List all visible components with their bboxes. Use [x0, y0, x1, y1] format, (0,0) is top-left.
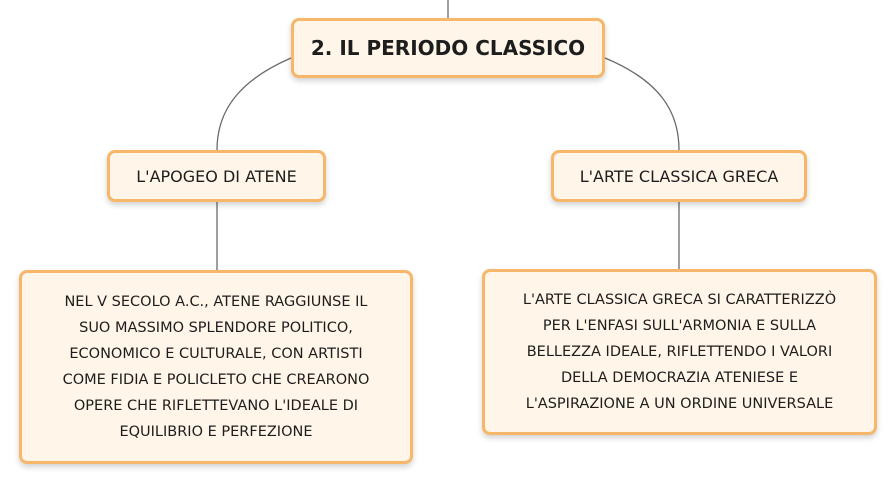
detail-line: EQUILIBRIO E PERFEZIONE	[119, 424, 313, 440]
detail-line: L'ARTE CLASSICA GRECA SI CARATTERIZZÒ	[522, 292, 837, 308]
detail-node-arte[interactable]: L'ARTE CLASSICA GRECA SI CARATTERIZZÒ PE…	[482, 269, 877, 435]
topic-node-label: L'ARTE CLASSICA GRECA	[579, 166, 779, 186]
detail-node-apogeo[interactable]: NEL V SECOLO A.C., ATENE RAGGIUNSE IL SU…	[19, 270, 413, 464]
topic-node-apogeo[interactable]: L'APOGEO DI ATENE	[107, 150, 326, 202]
root-node-label: 2. IL PERIODO CLASSICO	[310, 36, 586, 60]
detail-line: PER L'ENFASI SULL'ARMONIA E SULLA	[542, 318, 817, 334]
detail-line: NEL V SECOLO A.C., ATENE RAGGIUNSE IL	[64, 294, 368, 310]
detail-line: OPERE CHE RIFLETTEVANO L'IDEALE DI	[73, 398, 359, 414]
connector-root-to-topic-right	[604, 57, 680, 151]
detail-line: SUO MASSIMO SPLENDORE POLITICO,	[79, 320, 353, 336]
detail-text: L'ARTE CLASSICA GRECA SI CARATTERIZZÒ PE…	[523, 287, 836, 417]
detail-text: NEL V SECOLO A.C., ATENE RAGGIUNSE IL SU…	[63, 289, 370, 445]
detail-line: L'ASPIRAZIONE A UN ORDINE UNIVERSALE	[525, 396, 834, 412]
topic-node-label: L'APOGEO DI ATENE	[136, 166, 297, 186]
connector-root-to-topic-left	[216, 57, 292, 151]
topic-node-arte[interactable]: L'ARTE CLASSICA GRECA	[551, 150, 807, 202]
root-node[interactable]: 2. IL PERIODO CLASSICO	[291, 18, 605, 78]
detail-line: COME FIDIA E POLICLETO CHE CREARONO	[62, 372, 370, 388]
detail-line: ECONOMICO E CULTURALE, CON ARTISTI	[69, 346, 363, 362]
detail-line: BELLEZZA IDEALE, RIFLETTENDO I VALORI	[526, 344, 833, 360]
detail-line: DELLA DEMOCRAZIA ATENIESE E	[560, 370, 799, 386]
